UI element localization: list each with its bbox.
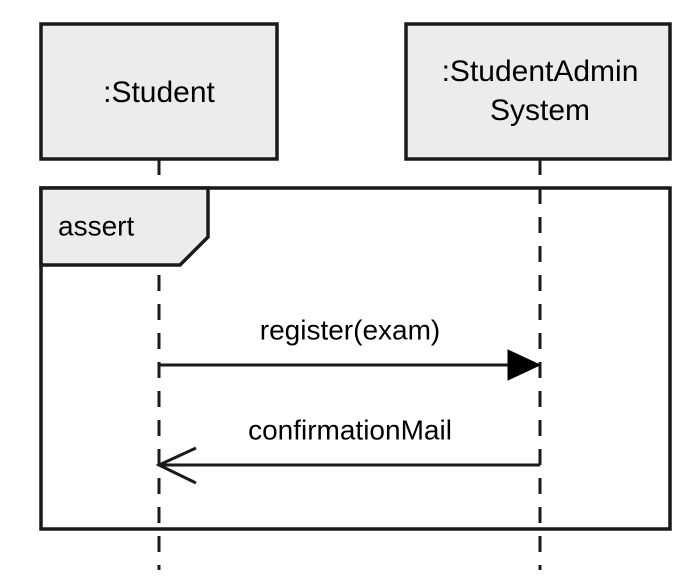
message-register-exam[interactable]: register(exam) — [159, 314, 542, 381]
lifeline-head-student[interactable]: :Student — [39, 22, 279, 161]
lifeline-head-system-label-line1: :StudentAdmin — [442, 55, 639, 88]
message-confirmation-mail-arrowhead-open — [155, 446, 197, 485]
message-register-exam-arrowhead-filled — [507, 349, 542, 381]
fragment-operator-label[interactable]: assert — [39, 186, 210, 267]
lifeline-head-system-label-line2: System — [490, 94, 590, 127]
fragment-operator-text: assert — [58, 210, 134, 241]
message-confirmation-mail-label: confirmationMail — [248, 414, 452, 445]
message-register-exam-label: register(exam) — [260, 314, 440, 345]
lifeline-head-student-box — [39, 22, 279, 161]
lifeline-head-student-label: :Student — [103, 76, 215, 109]
message-confirmation-mail[interactable]: confirmationMail — [155, 414, 540, 485]
fragment-operator-pentagon — [39, 186, 210, 267]
lifeline-head-student-admin-system-box — [404, 22, 672, 161]
lifeline-head-student-admin-system[interactable]: :StudentAdmin System — [404, 22, 672, 161]
fragment-frame-border — [39, 186, 672, 531]
